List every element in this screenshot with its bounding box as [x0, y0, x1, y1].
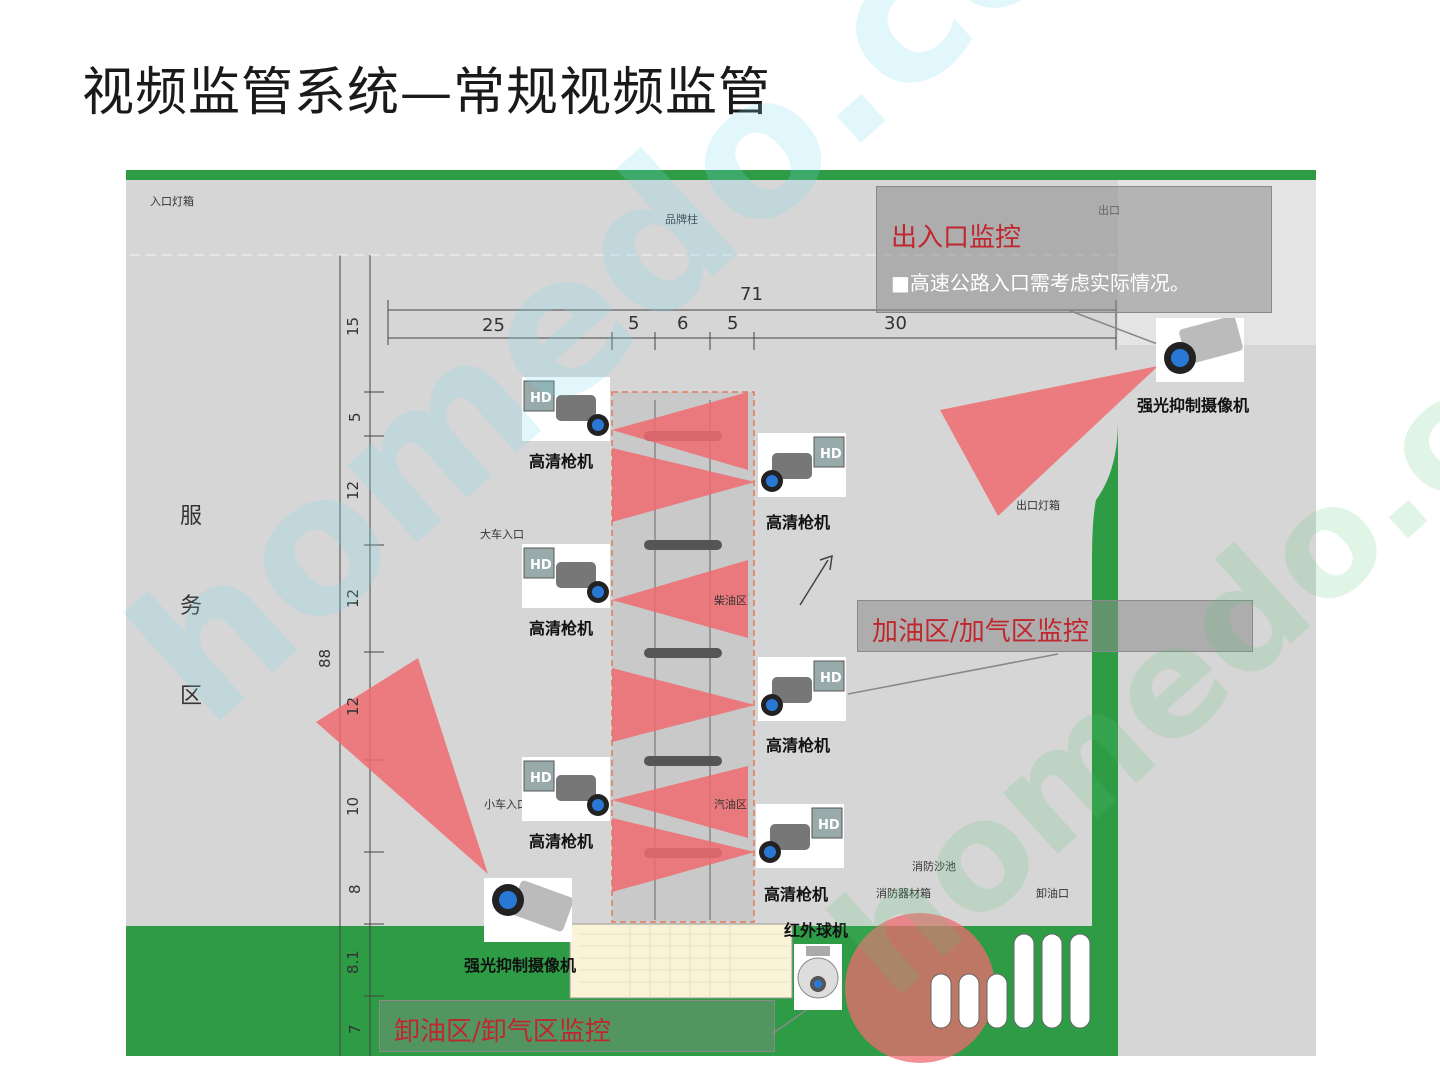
- svg-text:HD: HD: [820, 447, 842, 462]
- svg-text:HD: HD: [530, 771, 552, 786]
- fire-equipment-label: 消防器材箱: [876, 887, 931, 900]
- hd-bullet-camera-icon[interactable]: HD: [758, 433, 846, 501]
- top-green-strip: [126, 170, 1316, 180]
- service-area-char-2: 务: [180, 594, 203, 619]
- camera-coverage-zones: [316, 366, 1158, 892]
- dim-left-7: 8: [346, 884, 364, 894]
- dim-left-3: 12: [344, 480, 362, 500]
- camera-label: 高清枪机: [766, 513, 831, 532]
- callout-note: ■高速公路入口需考虑实际情况。: [891, 271, 1190, 295]
- dim-left-1: 15: [344, 316, 362, 336]
- box-camera-icon[interactable]: [1156, 316, 1244, 386]
- dim-top-4: 5: [727, 313, 739, 334]
- camera-label: 高清枪机: [764, 885, 829, 904]
- brand-pillar-label: 品牌柱: [665, 213, 698, 226]
- service-area-char-3: 区: [180, 684, 203, 709]
- dim-top-1: 25: [482, 315, 505, 336]
- entrance-lightbox-label: 入口灯箱: [150, 195, 194, 208]
- entrance-monitoring-callout: 出入口监控 ■高速公路入口需考虑实际情况。: [876, 186, 1272, 313]
- dim-top-5: 30: [884, 313, 907, 334]
- dim-top-total: 71: [740, 284, 763, 305]
- callout-title: 卸油区/卸气区监控: [394, 1017, 611, 1047]
- unload-zone-callout: 卸油区/卸气区监控: [379, 1000, 775, 1052]
- callout-leader-lines: [771, 309, 1161, 1035]
- north-arrow-icon: [799, 554, 833, 606]
- svg-text:HD: HD: [818, 818, 840, 833]
- box-camera-icon[interactable]: [484, 878, 574, 946]
- svg-text:HD: HD: [820, 671, 842, 686]
- tank-icons: [930, 933, 1091, 1029]
- camera-label: 强光抑制摄像机: [464, 956, 577, 975]
- dim-left-total: 88: [316, 648, 334, 668]
- dim-left-6: 10: [344, 796, 362, 816]
- svg-text:HD: HD: [530, 391, 552, 406]
- dim-left-2: 5: [346, 412, 364, 422]
- fire-sand-label: 消防沙池: [912, 860, 956, 873]
- dim-top-2: 5: [628, 313, 640, 334]
- camera-label: 高清枪机: [529, 452, 594, 471]
- station-building: [569, 923, 793, 999]
- dim-top-3: 6: [677, 313, 689, 334]
- diesel-zone-label: 柴油区: [714, 594, 747, 607]
- camera-label: 高清枪机: [529, 832, 594, 851]
- hd-bullet-camera-icon[interactable]: HD: [522, 757, 610, 825]
- exit-lightbox-label: 出口灯箱: [1016, 499, 1060, 512]
- right-green-border: [1092, 420, 1118, 1056]
- dim-left-9: 7: [346, 1024, 364, 1034]
- camera-label: 红外球机: [784, 921, 849, 940]
- dim-left-4: 12: [344, 588, 362, 608]
- hd-bullet-camera-icon[interactable]: HD: [522, 377, 610, 445]
- camera-label: 高清枪机: [766, 736, 831, 755]
- dome-camera-icon[interactable]: [794, 944, 842, 1014]
- dome-coverage-zone: [845, 913, 995, 1063]
- svg-text:HD: HD: [530, 558, 552, 573]
- small-car-entrance-label: 小车入口: [484, 798, 528, 811]
- hd-bullet-camera-icon[interactable]: HD: [758, 657, 846, 725]
- page-title: 视频监管系统—常规视频监管: [82, 63, 772, 123]
- dim-left-5: 12: [344, 696, 362, 716]
- service-area-char-1: 服: [180, 504, 203, 529]
- hd-bullet-camera-icon[interactable]: HD: [522, 544, 610, 612]
- building-grid: [580, 924, 790, 998]
- camera-label: 高清枪机: [529, 619, 594, 638]
- callout-title: 加油区/加气区监控: [872, 617, 1089, 647]
- gasoline-zone-label: 汽油区: [714, 798, 747, 811]
- dim-left-8: 8.1: [344, 950, 362, 974]
- callout-title: 出入口监控: [891, 223, 1022, 253]
- camera-label: 强光抑制摄像机: [1137, 396, 1250, 415]
- hd-bullet-camera-icon[interactable]: HD: [756, 804, 844, 872]
- fuel-zone-callout: 加油区/加气区监控: [857, 600, 1253, 652]
- unload-port-label: 卸油口: [1036, 887, 1069, 900]
- big-car-entrance-label: 大车入口: [480, 528, 524, 541]
